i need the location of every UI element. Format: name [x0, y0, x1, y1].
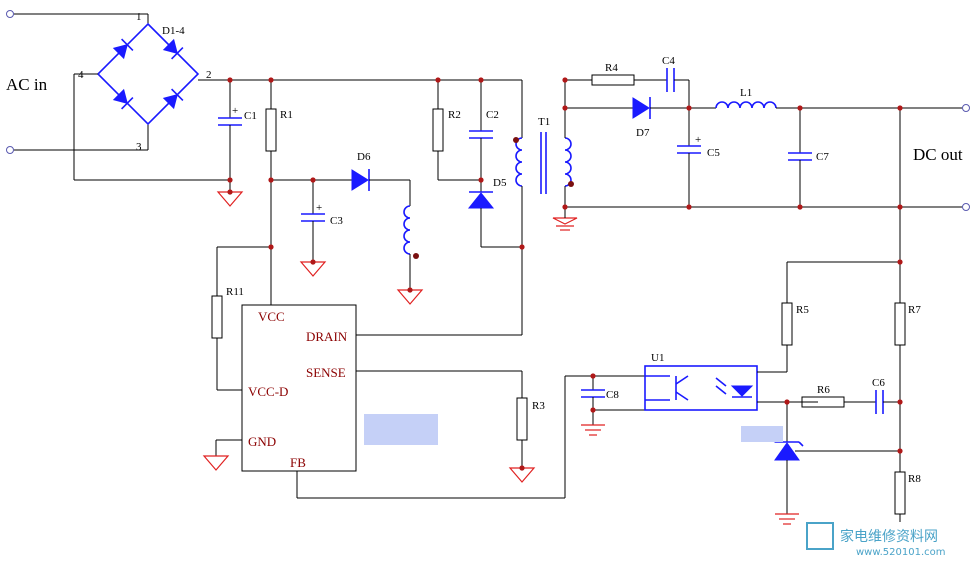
u1-label: U1 — [651, 352, 664, 364]
r4-label: R4 — [605, 62, 618, 74]
watermark: 家电维修资料网 www.520101.com — [806, 522, 946, 558]
resistor-r8: R8 — [894, 471, 921, 515]
r5-label: R5 — [796, 304, 809, 316]
ac-terminal-bottom[interactable] — [6, 146, 14, 154]
diode-d7: D7 — [632, 97, 651, 139]
bridge-rectifier: D1-4 — [96, 22, 200, 126]
r1-label: R1 — [280, 109, 293, 121]
resistor-r2: R2 — [432, 80, 461, 180]
resistor-r4: R4 — [591, 62, 635, 86]
d7-label: D7 — [636, 127, 650, 139]
capacitor-c3: + C3 — [301, 180, 343, 262]
bridge-pin-3: 3 — [136, 141, 142, 153]
r8-label: R8 — [908, 473, 921, 485]
l1-label: L1 — [740, 87, 752, 99]
ground-icon — [552, 217, 578, 225]
t1-label: T1 — [538, 116, 550, 128]
ac-in-label: AC in — [6, 75, 48, 94]
capacitor-c8: C8 — [581, 376, 619, 425]
diode-d5: D5 — [467, 177, 507, 209]
capacitor-c7: C7 — [788, 108, 829, 207]
bridge-pin-2: 2 — [206, 69, 212, 81]
r11-label: R11 — [226, 286, 244, 298]
dc-out-label: DC out — [913, 145, 963, 164]
c2-label: C2 — [486, 109, 499, 121]
bridge-pin-4: 4 — [78, 69, 84, 81]
controller-ic: VCC DRAIN SENSE VCC-D GND FB — [241, 304, 357, 472]
r3-label: R3 — [532, 400, 545, 412]
watermark-logo-icon — [806, 522, 834, 550]
ic-pin-fb: FB — [290, 455, 306, 470]
svg-text:+: + — [316, 202, 322, 214]
dc-terminal-negative[interactable] — [962, 203, 970, 211]
ground-icon — [202, 455, 230, 471]
highlight-box — [364, 414, 438, 445]
bridge-label: D1-4 — [162, 25, 185, 37]
capacitor-c2: C2 — [469, 80, 499, 192]
r7-label: R7 — [908, 304, 921, 316]
c6-label: C6 — [872, 377, 885, 389]
dc-terminal-positive[interactable] — [962, 104, 970, 112]
diode-d6: D6 — [351, 151, 371, 191]
ic-pin-vcc-d: VCC-D — [248, 384, 288, 399]
svg-text:+: + — [695, 134, 701, 146]
c5-label: C5 — [707, 147, 720, 159]
svg-text:+: + — [232, 105, 238, 117]
transformer-t1: T1 — [513, 80, 574, 335]
optocoupler-u1: U1 — [644, 352, 758, 411]
watermark-text: 家电维修资料网 — [840, 528, 938, 545]
resistor-r7: R7 — [894, 302, 921, 346]
c3-label: C3 — [330, 215, 343, 227]
d5-label: D5 — [493, 177, 507, 189]
shunt-regulator — [770, 402, 900, 514]
resistor-r6: R6 — [801, 384, 845, 408]
d6-label: D6 — [357, 151, 371, 163]
ac-input: AC in 1 4 2 3 — [6, 10, 212, 154]
c4-label: C4 — [662, 55, 675, 67]
r6-label: R6 — [817, 384, 830, 396]
c7-label: C7 — [816, 151, 829, 163]
capacitor-c6: C6 — [872, 377, 885, 414]
capacitor-c5: + C5 — [677, 108, 720, 207]
highlight-box — [741, 426, 783, 442]
watermark-url: www.520101.com — [856, 547, 946, 558]
ic-pin-drain: DRAIN — [306, 329, 348, 344]
ic-pin-vcc: VCC — [258, 309, 285, 324]
bridge-pin-1: 1 — [136, 11, 142, 23]
junction-dots — [227, 77, 903, 471]
capacitor-c4: C4 — [662, 55, 675, 92]
c8-label: C8 — [606, 389, 619, 401]
ic-pin-sense: SENSE — [306, 365, 346, 380]
inductor-l1: L1 — [715, 87, 777, 109]
resistor-r1: R1 — [265, 80, 293, 305]
c1-label: C1 — [244, 110, 257, 122]
resistor-r5: R5 — [781, 302, 809, 346]
capacitor-c1: + C1 — [218, 80, 257, 192]
aux-winding — [403, 205, 419, 259]
ac-terminal-top[interactable] — [6, 10, 14, 18]
resistor-r3: R3 — [516, 397, 545, 441]
ic-pin-gnd: GND — [248, 434, 276, 449]
r2-label: R2 — [448, 109, 461, 121]
